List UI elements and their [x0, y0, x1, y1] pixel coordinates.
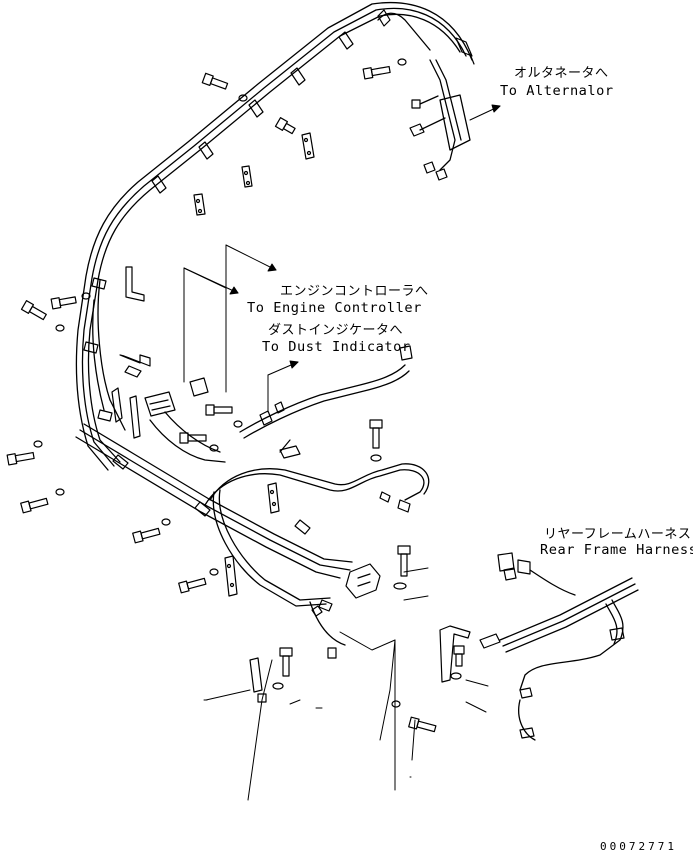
bolt	[132, 527, 161, 544]
bolt	[274, 117, 296, 135]
bolt	[453, 645, 465, 667]
dust-indicator-label-jp: ダストインジケータへ	[268, 323, 404, 338]
brackets	[111, 132, 471, 693]
bolt	[369, 419, 383, 449]
alternator-label-en: To Alternalor	[500, 84, 614, 99]
bolts-and-washers	[6, 58, 465, 733]
alternator-branch	[419, 59, 471, 171]
bolt	[205, 404, 233, 416]
rear-frame-label-en: Rear Frame Harness	[540, 543, 693, 558]
engine-controller-label-en: To Engine Controller	[247, 301, 422, 316]
harness-clamps	[83, 9, 391, 612]
main-harness-bundle	[75, 1, 473, 646]
dust-indicator-label-en: To Dust Indicator	[262, 340, 411, 355]
bolt	[279, 647, 293, 677]
drawing-number: 00072771	[600, 840, 677, 853]
bolt	[179, 432, 207, 444]
bolt	[201, 72, 229, 90]
rear-frame-label-jp: リヤーフレームハーネス	[544, 527, 692, 542]
bolt	[362, 65, 391, 80]
bolt	[397, 545, 411, 577]
bolt	[408, 716, 437, 733]
engine-controller-label-jp: エンジンコントローラへ	[280, 284, 429, 299]
rear-frame-harness	[499, 569, 639, 741]
alternator-label-jp: オルタネータへ	[514, 66, 609, 81]
bolt	[6, 451, 35, 466]
bolt	[20, 497, 49, 514]
bolt	[50, 296, 77, 310]
callout-leaders	[183, 104, 501, 801]
bolt	[20, 300, 47, 321]
bolt	[178, 577, 207, 594]
connectors	[144, 37, 625, 739]
